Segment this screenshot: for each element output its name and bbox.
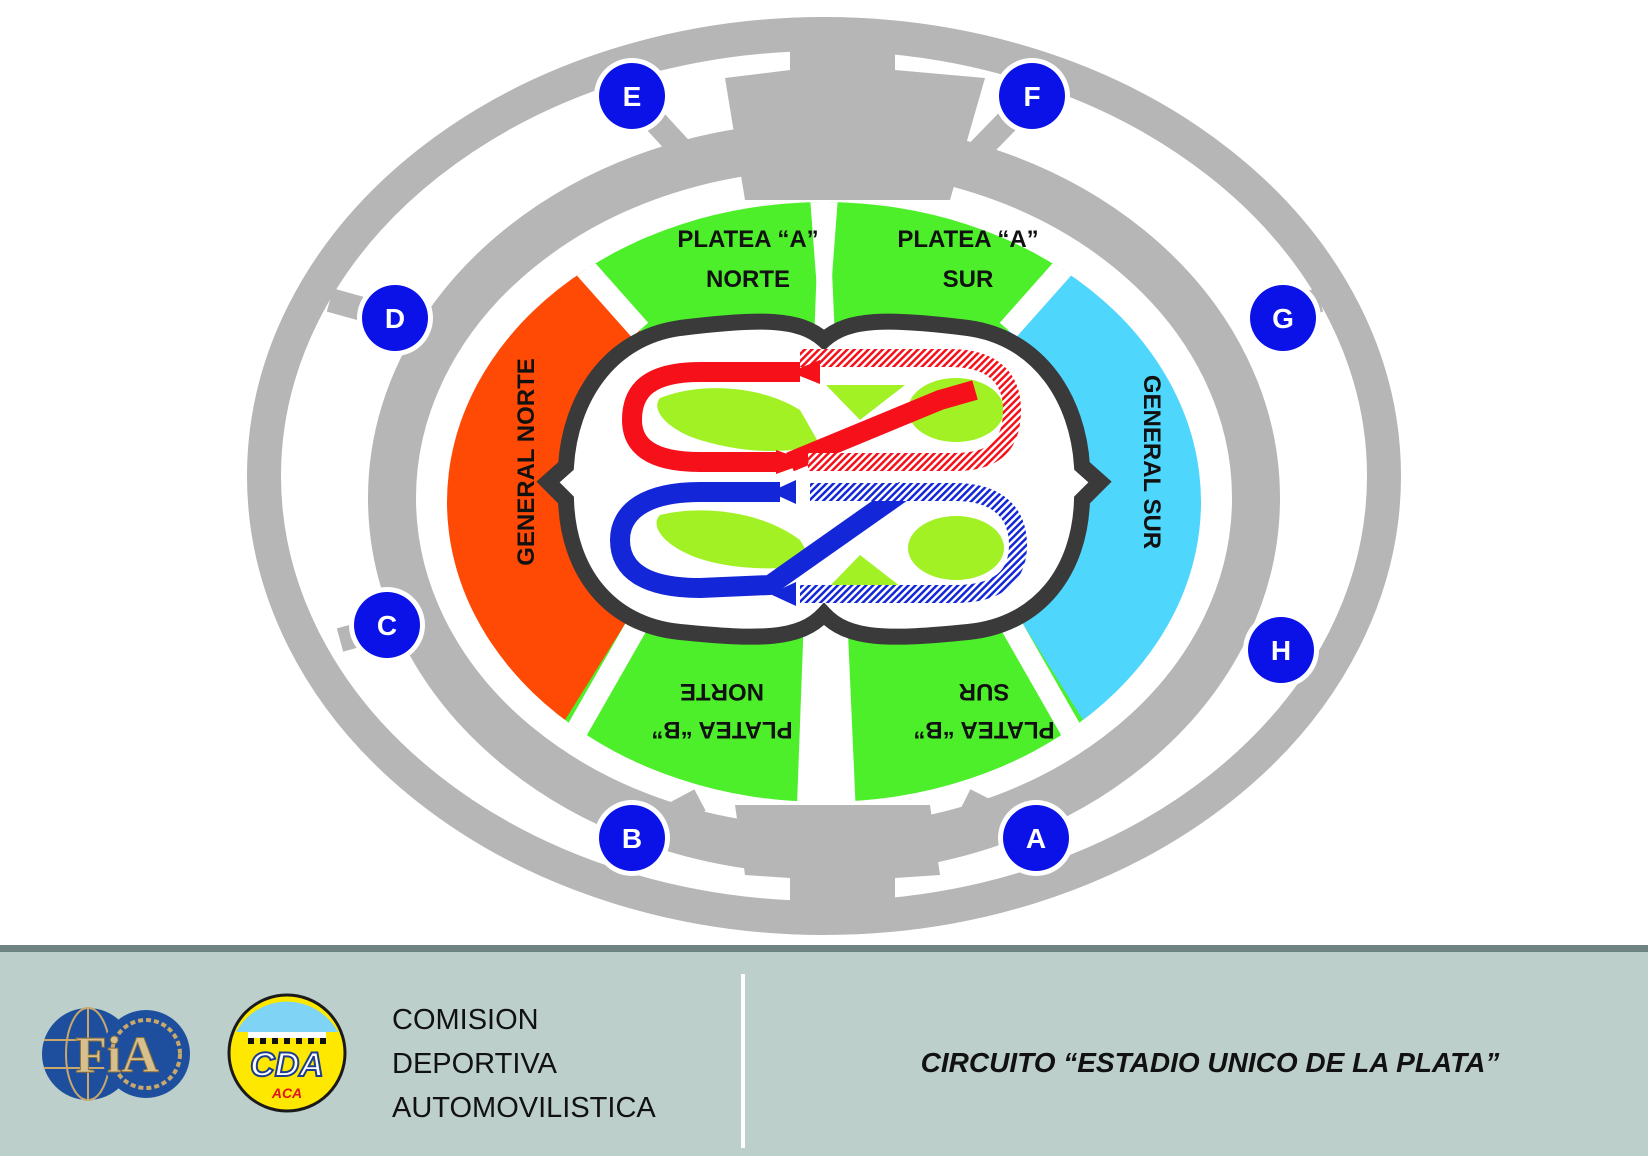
top-structure xyxy=(725,30,985,200)
gate-h[interactable]: H xyxy=(1243,612,1319,688)
bottom-structure xyxy=(735,805,940,918)
org-name-line-2: DEPORTIVA xyxy=(392,1048,557,1080)
label-general-norte: GENERAL NORTE xyxy=(513,358,540,566)
label-platea-b-sur-1: PLATEA “B” xyxy=(913,716,1054,743)
stadium-map: PLATEA “A” NORTE PLATEA “A” SUR PLATEA “… xyxy=(247,17,1401,935)
org-name-line-1: COMISION xyxy=(392,1004,539,1036)
cda-logo-text: CDA xyxy=(250,1046,324,1084)
route-red-hatched xyxy=(800,349,1022,471)
label-platea-a-sur-1: PLATEA “A” xyxy=(897,226,1038,253)
cda-logo-icon: CDA ACA xyxy=(227,993,347,1113)
route-blue-hatched xyxy=(800,483,1028,603)
gate-c[interactable]: C xyxy=(349,587,425,663)
route-red xyxy=(622,362,978,472)
fia-logo-text: FiA xyxy=(75,1027,159,1084)
gate-f[interactable]: F xyxy=(994,58,1070,134)
fia-logo-icon: FiA xyxy=(42,1007,190,1101)
gate-a-label: A xyxy=(1026,823,1046,854)
aca-logo-text: ACA xyxy=(271,1085,302,1101)
org-name: COMISION DEPORTIVA AUTOMOVILISTICA xyxy=(392,998,656,1130)
gate-g-label: G xyxy=(1272,303,1294,334)
aisle-bottom xyxy=(793,670,855,802)
label-platea-a-norte-1: PLATEA “A” xyxy=(677,226,818,253)
gate-b-label: B xyxy=(622,823,642,854)
route-blue xyxy=(610,481,911,598)
gate-f-label: F xyxy=(1023,81,1040,112)
label-platea-a-sur-2: SUR xyxy=(943,266,994,293)
arrow-red xyxy=(776,450,810,474)
arrow-red-2 xyxy=(790,360,820,384)
infield xyxy=(656,378,1004,590)
arrow-blue-2 xyxy=(770,582,796,606)
gate-g[interactable]: G xyxy=(1245,280,1321,356)
gate-e-label: E xyxy=(623,81,642,112)
label-platea-b-norte-2: NORTE xyxy=(680,678,764,705)
footer-divider xyxy=(741,974,745,1148)
gate-b[interactable]: B xyxy=(594,800,670,876)
gate-d[interactable]: D xyxy=(357,280,433,356)
label-platea-b-sur-2: SUR xyxy=(959,678,1010,705)
gate-d-label: D xyxy=(385,303,405,334)
gate-e[interactable]: E xyxy=(594,58,670,134)
org-name-line-3: AUTOMOVILISTICA xyxy=(392,1092,656,1124)
footer: FiA CDA ACA COMISION DEPORTIVA AUTOMOVIL… xyxy=(0,945,1648,1156)
aisle-top xyxy=(808,202,840,330)
arrow-blue xyxy=(770,480,796,504)
label-platea-a-norte-2: NORTE xyxy=(706,266,790,293)
circuit-title: CIRCUITO “ESTADIO UNICO DE LA PLATA” xyxy=(920,1047,1500,1078)
label-general-sur: GENERAL SUR xyxy=(1138,375,1165,549)
label-platea-b-norte-1: PLATEA “B” xyxy=(651,716,792,743)
gate-c-label: C xyxy=(377,610,397,641)
gate-a[interactable]: A xyxy=(998,800,1074,876)
gates: E F D G C H B A xyxy=(349,58,1321,876)
gate-h-label: H xyxy=(1271,635,1291,666)
